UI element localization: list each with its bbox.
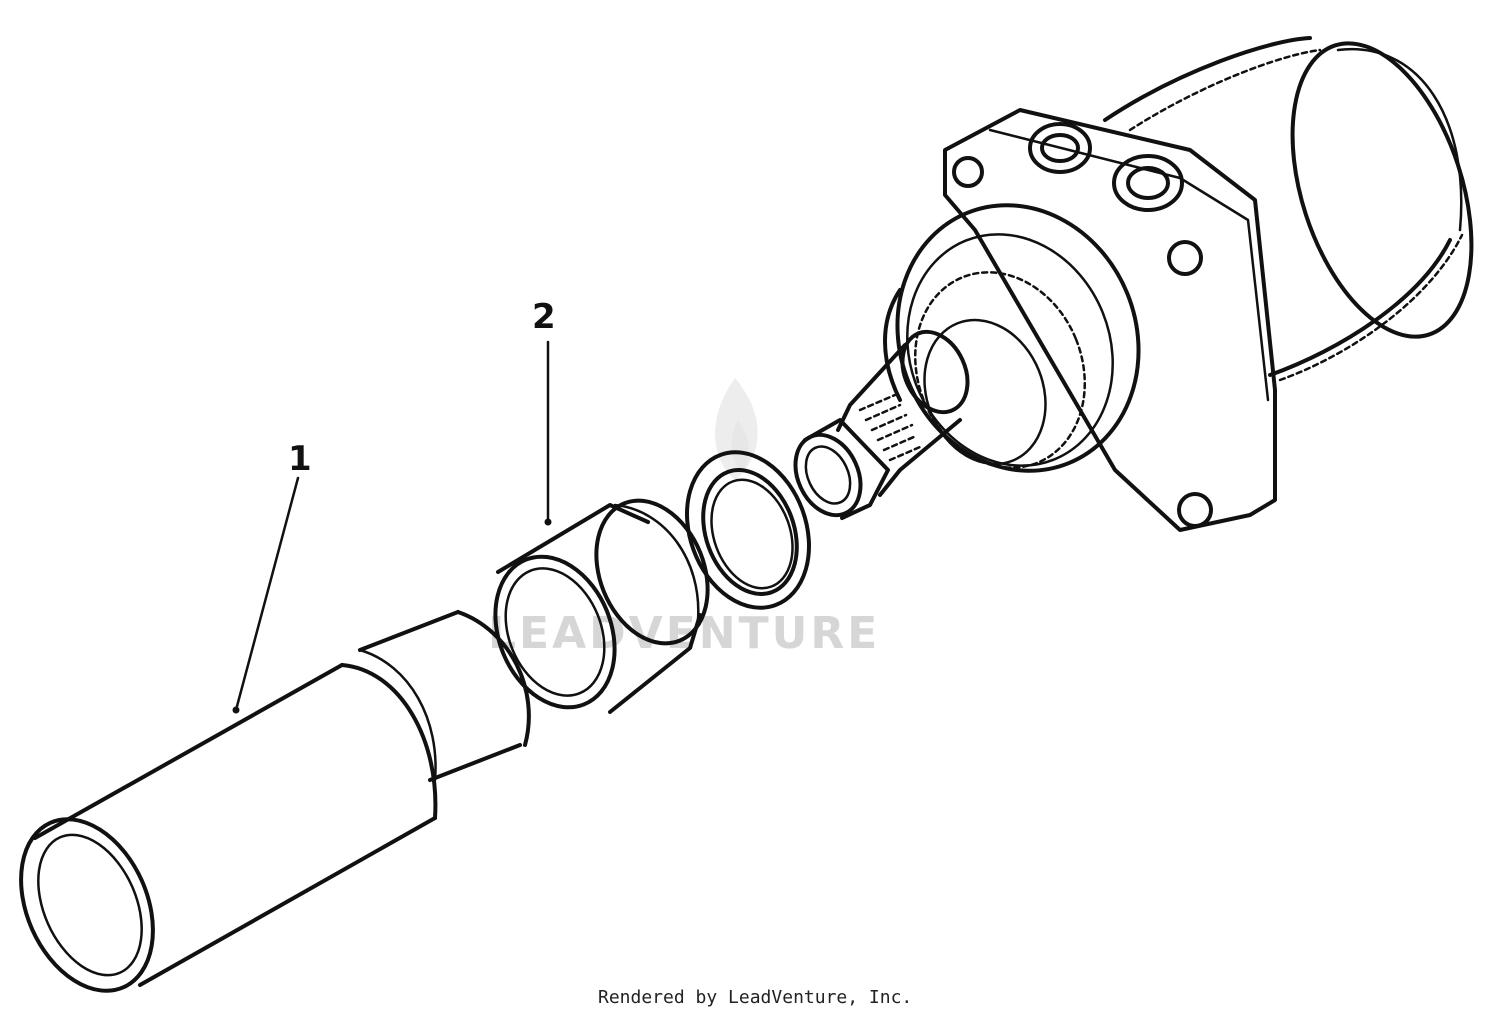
hydraulic-motor [793, 36, 1474, 532]
credit-text: Rendered by LeadVenture, Inc. [598, 987, 912, 1008]
callout-2[interactable]: 2 [532, 297, 556, 337]
leader-dot-1 [232, 706, 240, 714]
seal-ring [685, 450, 811, 610]
watermark-text: LEADVENTURE [488, 608, 880, 659]
watermark-logo-icon [715, 378, 758, 480]
leader-line-1 [234, 476, 300, 712]
part-2-sleeve [493, 498, 710, 714]
leader-dot-2 [544, 518, 552, 526]
part-1-tube [19, 610, 531, 993]
callout-1[interactable]: 1 [288, 439, 312, 479]
